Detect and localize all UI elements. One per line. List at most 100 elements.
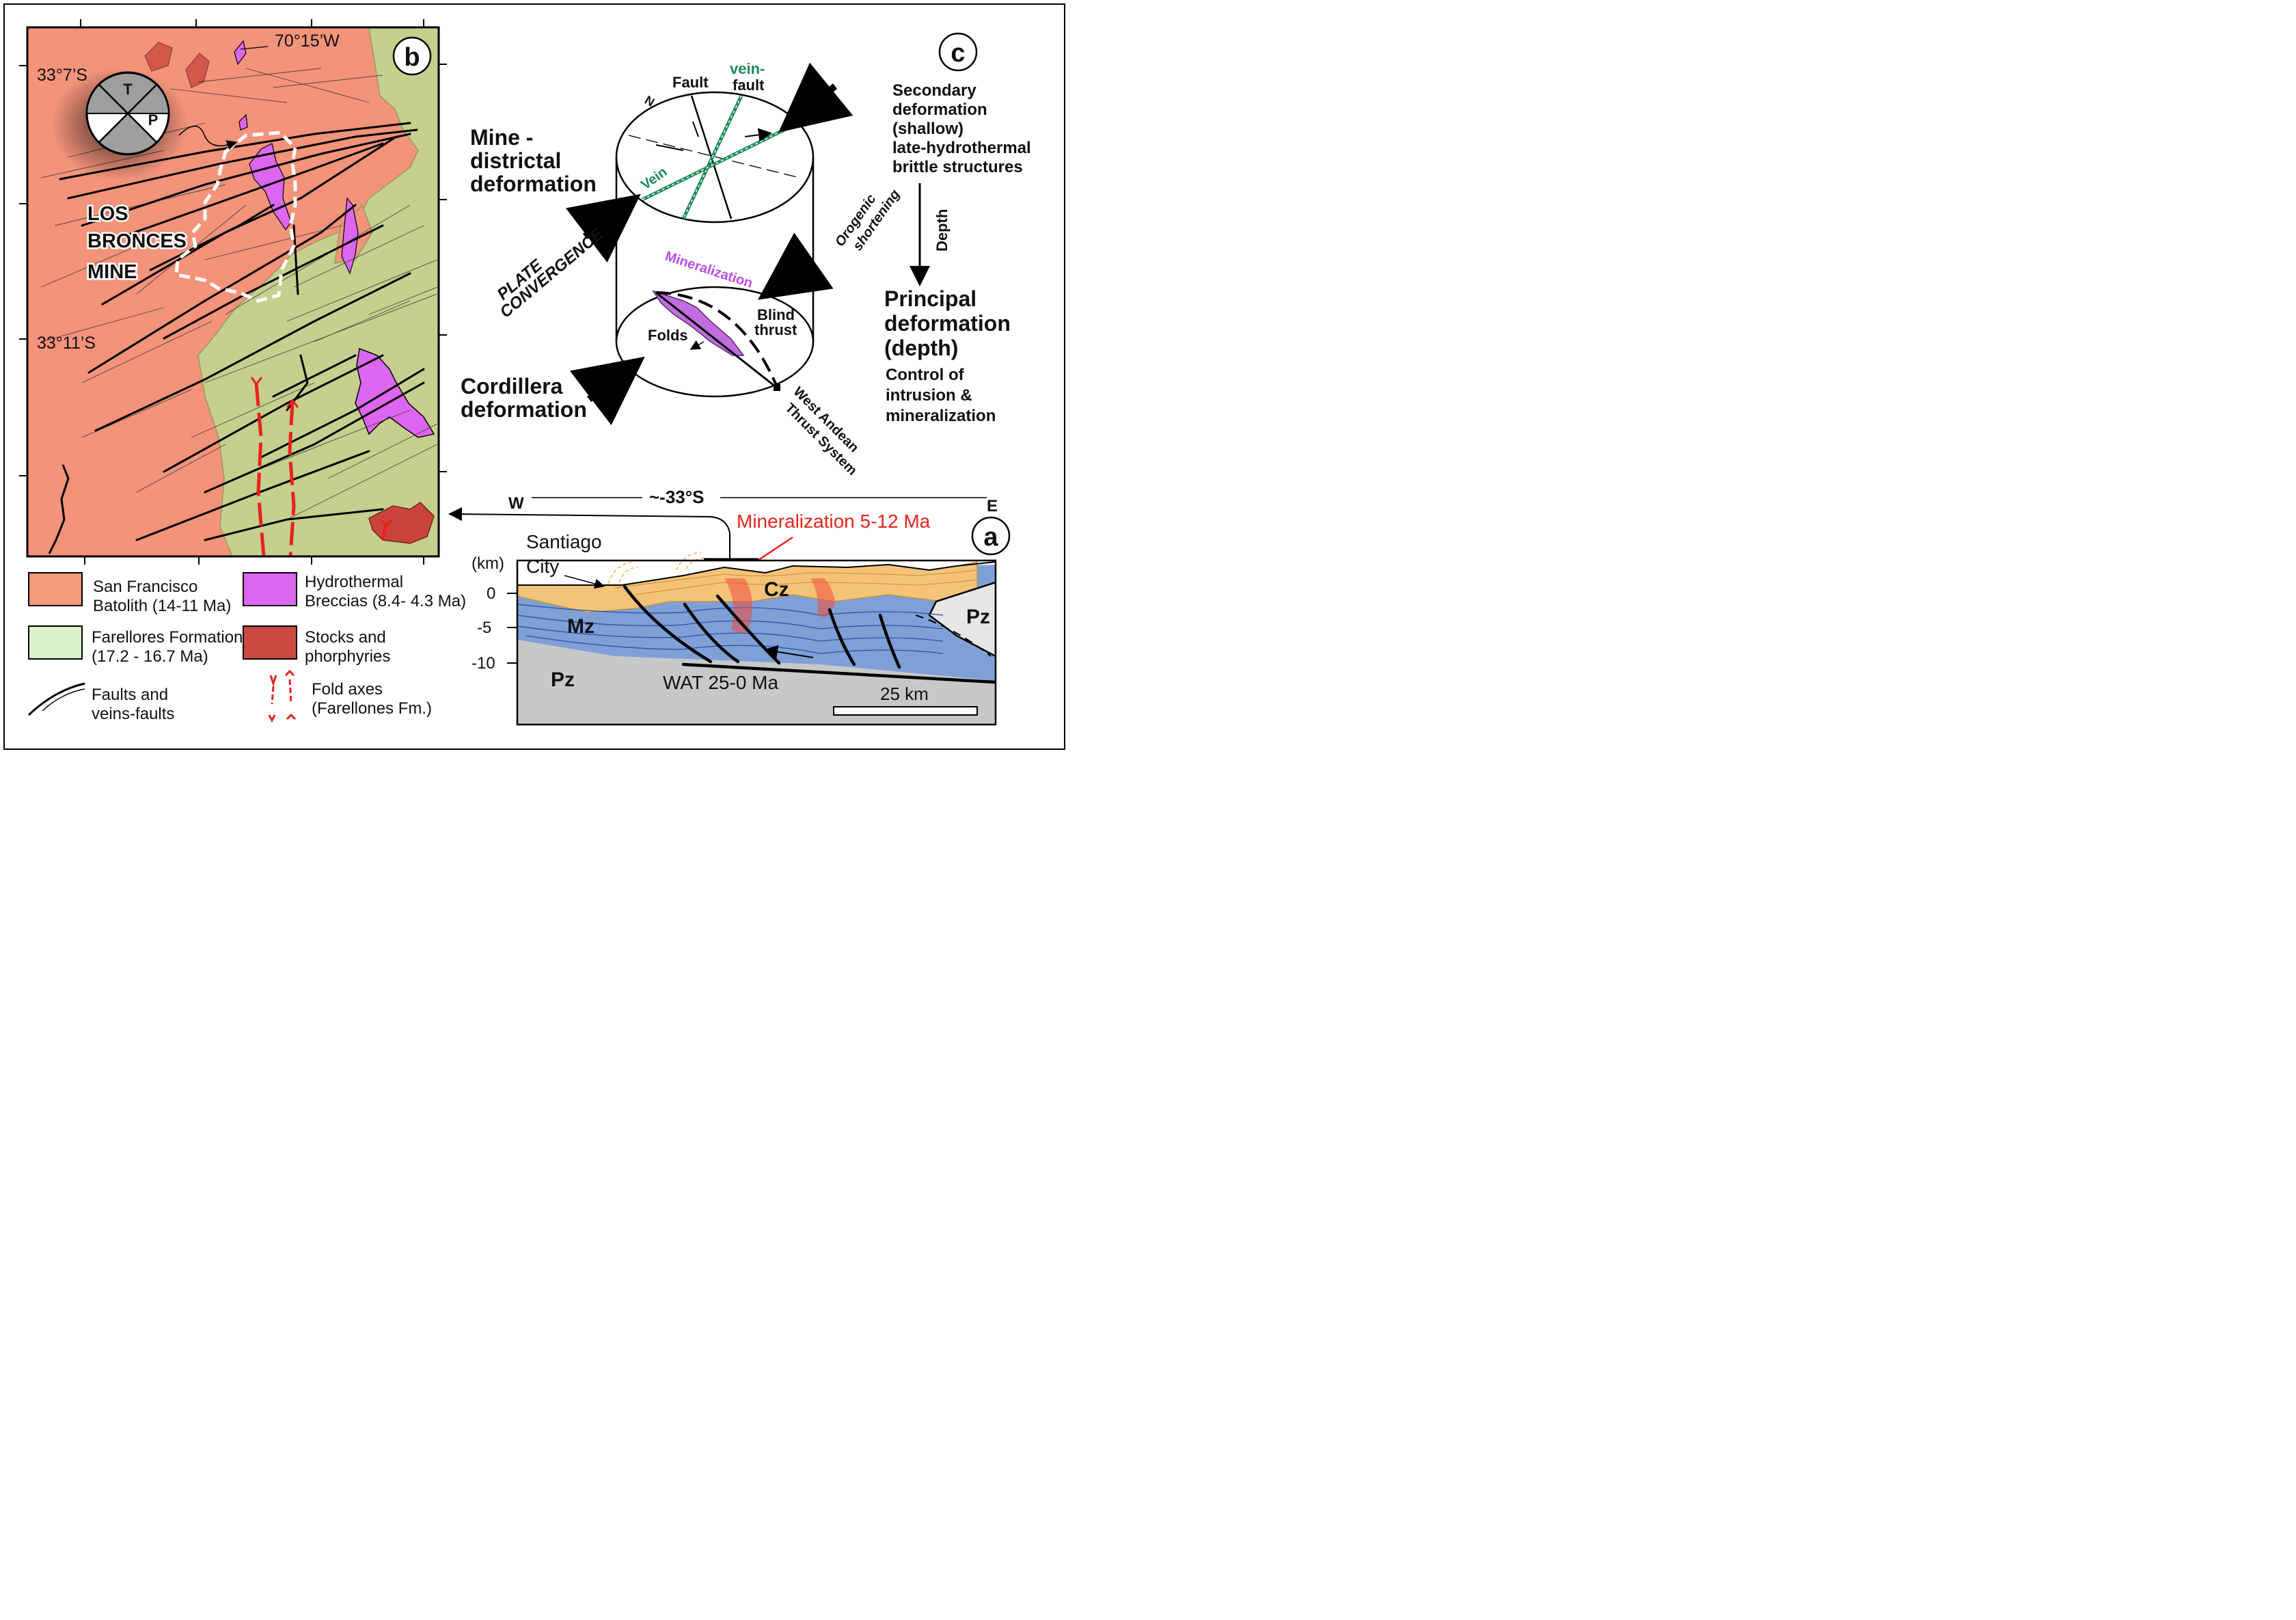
mine-label-line-1: LOS bbox=[87, 203, 128, 225]
legend-batolith-line-1: San Francisco bbox=[93, 578, 197, 596]
secondary-line-1: Secondary bbox=[892, 81, 976, 100]
stock-north-1 bbox=[144, 42, 173, 72]
santiago-line-2: City bbox=[526, 556, 559, 577]
wat-label: WAT 25-0 Ma bbox=[663, 672, 779, 693]
pz-right-label: Pz bbox=[966, 606, 990, 628]
map-panel-b: T P LOS BRONCES MINE bbox=[27, 27, 439, 556]
secondary-line-2: deformation bbox=[892, 100, 987, 119]
cylinder-top bbox=[615, 91, 815, 224]
basement-pz bbox=[517, 640, 996, 725]
pz-east-dash bbox=[915, 615, 992, 657]
lon-label: 70°15’W bbox=[275, 31, 340, 51]
folds-label: Folds bbox=[648, 327, 688, 344]
panel-c-label: c bbox=[951, 39, 965, 68]
thrust-direction-arrow bbox=[764, 645, 814, 659]
section-frame bbox=[516, 559, 997, 726]
thin-faults bbox=[40, 68, 438, 520]
km-label: (km) bbox=[472, 554, 504, 573]
beachball-p: P bbox=[148, 111, 159, 129]
legend-faults-symbol-2 bbox=[42, 688, 85, 712]
breccia-2 bbox=[238, 113, 248, 131]
map-ticks bbox=[19, 19, 447, 565]
legend-folds-line-2: (Farellones Fm.) bbox=[312, 699, 432, 718]
scale-bar bbox=[833, 706, 978, 716]
vein-fault-label-1: vein- bbox=[730, 60, 765, 77]
mine-outline bbox=[174, 131, 297, 303]
breccia-south bbox=[355, 347, 435, 438]
mine-deformation-line-2: districtal bbox=[470, 148, 561, 173]
cordillera-line-2: deformation bbox=[461, 397, 587, 422]
fault-label: Fault bbox=[672, 74, 709, 91]
mineralization-a-label: Mineralization 5-12 Ma bbox=[737, 511, 931, 532]
beachball-t-quadrant bbox=[98, 72, 158, 115]
legend-batolith-swatch bbox=[28, 572, 83, 606]
fold-axis-symbol-1 bbox=[250, 377, 263, 386]
principal-line-3: (depth) bbox=[884, 336, 958, 360]
pz-east bbox=[928, 581, 996, 658]
legend-stocks-line-2: phorphyries bbox=[305, 647, 390, 666]
mine-label-line-3: MINE bbox=[87, 261, 137, 283]
panel-b-badge bbox=[392, 36, 432, 76]
eroded-fold-lines bbox=[607, 552, 705, 584]
panel-c-badge bbox=[938, 32, 978, 72]
arrow-orogenic bbox=[758, 232, 834, 300]
legend-breccias-swatch bbox=[243, 572, 297, 606]
panel-a-label: a bbox=[983, 523, 998, 552]
panel-c: c vein- fault Fault N Vein Mineralizatio… bbox=[461, 32, 1031, 478]
legend-stocks-line-1: Stocks and bbox=[305, 628, 386, 647]
mine-deformation-line-3: deformation bbox=[470, 172, 597, 196]
secondary-line-3: (shallow) bbox=[892, 120, 964, 138]
secondary-line-5: brittle structures bbox=[892, 158, 1023, 176]
vein-fault-label-2: fault bbox=[733, 77, 765, 94]
topography-line bbox=[517, 561, 996, 586]
west-fault bbox=[48, 464, 70, 554]
mine-deformation-line-1: Mine - bbox=[470, 125, 533, 150]
arrow-cordillera bbox=[569, 356, 645, 426]
depth-label: Depth bbox=[933, 209, 951, 252]
arrow-vein-fault bbox=[778, 62, 853, 133]
slip-arrows-top bbox=[655, 121, 765, 151]
breccia-east bbox=[341, 197, 359, 275]
mine-label: LOS BRONCES MINE bbox=[86, 202, 189, 285]
control-line-3: mineralization bbox=[886, 407, 996, 425]
legend-breccias-line-2: Breccias (8.4- 4.3 Ma) bbox=[305, 592, 466, 610]
fold-axis-symbol-2 bbox=[286, 399, 299, 408]
legend-faults-line-2: veins-faults bbox=[92, 705, 174, 723]
red-plumes bbox=[724, 578, 835, 634]
legend-stocks-swatch bbox=[243, 625, 297, 660]
stock-north-2 bbox=[185, 53, 210, 88]
blind-thrust-label-1: Blind bbox=[757, 306, 795, 323]
outer-frame bbox=[3, 3, 1065, 750]
beachball-arrow bbox=[178, 125, 238, 150]
legend-farellores-line-2: (17.2 - 16.7 Ma) bbox=[92, 647, 208, 666]
legend: San Francisco Batolith (14-11 Ma) Hydrot… bbox=[27, 572, 466, 723]
lat-mid-label: 33°11’S bbox=[37, 334, 96, 353]
panel-b-label: b bbox=[404, 43, 420, 72]
legend-faults-symbol bbox=[27, 682, 85, 716]
principal-line-1: Principal bbox=[884, 286, 976, 311]
latitude-label: ~-33°S bbox=[649, 487, 705, 507]
link-arrow bbox=[448, 507, 730, 559]
scale-label: 25 km bbox=[880, 684, 929, 704]
west-label: W bbox=[508, 494, 524, 513]
control-line-2: intrusion & bbox=[886, 386, 972, 405]
tick-minus-5: -5 bbox=[477, 619, 491, 637]
east-label: E bbox=[987, 497, 998, 515]
fold-axis-symbol-3 bbox=[380, 520, 392, 528]
figure: T P LOS BRONCES MINE 70°15’W 33°7’S 33°1… bbox=[3, 3, 1065, 750]
lat-top-label: 33°7’S bbox=[37, 66, 87, 85]
tick-0: 0 bbox=[487, 584, 495, 603]
control-line-1: Control of bbox=[886, 366, 965, 384]
santiago-line-1: Santiago bbox=[526, 531, 602, 552]
panel-a-badge bbox=[971, 516, 1011, 556]
map-frame bbox=[26, 26, 440, 558]
secondary-line-4: late-hydrothermal bbox=[892, 139, 1031, 157]
principal-line-2: deformation bbox=[884, 311, 1011, 336]
blind-thrust-label-2: thrust bbox=[754, 321, 797, 338]
legend-faults-line-1: Faults and bbox=[92, 686, 168, 704]
legend-batolith-line-2: Batolith (14-11 Ma) bbox=[93, 597, 231, 615]
legend-farellores-line-1: Farellores Formation bbox=[92, 628, 243, 647]
blind-thrust bbox=[655, 291, 779, 389]
legend-folds-line-1: Fold axes bbox=[312, 680, 383, 699]
orange-strata bbox=[614, 569, 978, 595]
